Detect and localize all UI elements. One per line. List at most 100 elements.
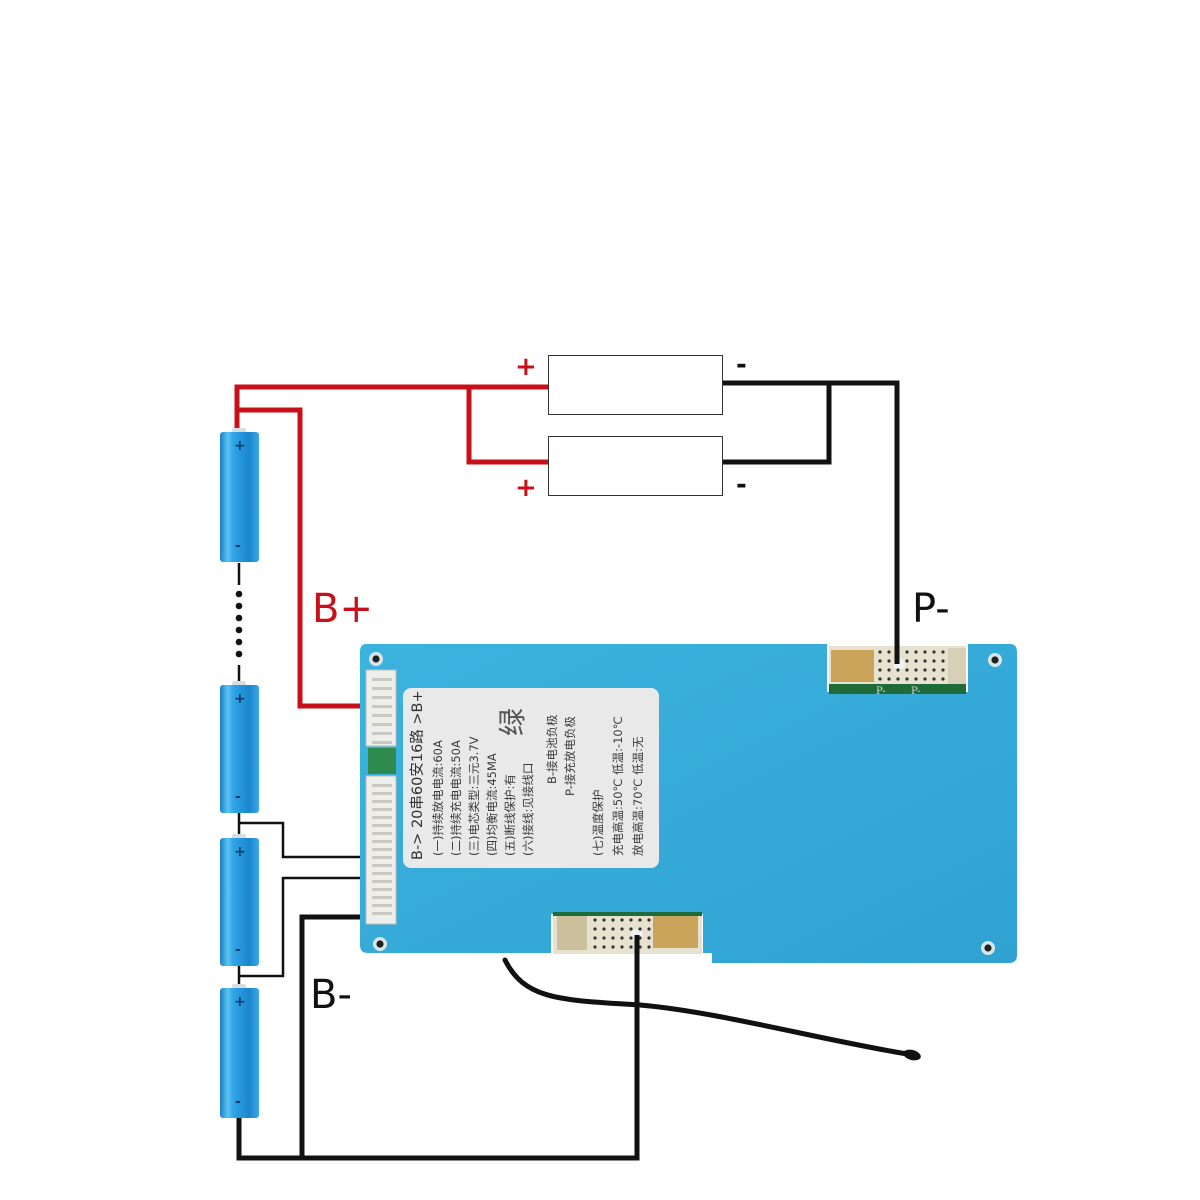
connector-pin: [372, 800, 392, 803]
pcb-via: [887, 668, 891, 672]
b-minus-label: B-: [310, 972, 352, 1018]
connector-pin: [372, 808, 392, 811]
pcb-via: [593, 936, 597, 940]
spec-line-1: (一)持续放电电流:60A: [431, 740, 445, 856]
pcb-via: [905, 650, 909, 654]
pcb-via: [914, 659, 918, 663]
connector-pin: [372, 792, 392, 795]
bms-spec-label-content: B-> 20串60安16路 >B+ (一)持续放电电流:60A (二)持续充电电…: [403, 688, 659, 868]
connector-pin: [372, 904, 392, 907]
connector-pin: [372, 723, 392, 726]
spec-line-4: (四)均衡电流:45MA: [485, 753, 499, 856]
battery-cells: [220, 428, 259, 1118]
pcb-via: [896, 668, 900, 672]
cell-body: [220, 838, 259, 966]
cell-plus-label: +: [234, 994, 246, 1010]
battery-cell: [220, 834, 259, 966]
connector-pin: [372, 696, 392, 699]
pcb-via: [878, 650, 882, 654]
wire-b-plus: [237, 407, 370, 709]
pcb-via: [629, 936, 633, 940]
mount-holes: [369, 652, 1002, 955]
spec-header: B-> 20串60安16路 >B+: [410, 690, 426, 860]
cell-body: [220, 988, 259, 1118]
pcb-via: [611, 927, 615, 931]
p-minus-pad-side: [948, 648, 966, 684]
ntc-probe-wire: [502, 957, 916, 1058]
pcb-via: [629, 945, 633, 949]
pcb-via: [602, 945, 606, 949]
pcb-via: [602, 936, 606, 940]
wire-branch-to-load-2: [466, 387, 548, 465]
wire-load-2-minus: [723, 383, 832, 465]
pcb-via: [620, 936, 624, 940]
battery-cell: [220, 428, 259, 562]
pcb-via: [923, 668, 927, 672]
connector-pin: [372, 848, 392, 851]
connector-pin: [372, 816, 392, 819]
balance-wire-2: [239, 876, 368, 978]
cell-plus-label: +: [234, 691, 246, 707]
pcb-via: [941, 668, 945, 672]
connector-pin: [372, 784, 392, 787]
positive-wires: [234, 384, 548, 709]
battery-cell: [220, 681, 259, 813]
connector-pins: [372, 678, 392, 915]
pcb-via: [629, 918, 633, 922]
pcb-via: [923, 650, 927, 654]
wiring-p-minus: P-接充放电负极: [563, 716, 577, 796]
connector-pin: [372, 856, 392, 859]
connector-pin: [372, 705, 392, 708]
pcb-via: [593, 927, 597, 931]
load-2-plus-label: +: [515, 473, 537, 503]
pcb-via: [602, 927, 606, 931]
connector-pin: [372, 864, 392, 867]
connector-pin: [372, 714, 392, 717]
cell-plus-label: +: [234, 844, 246, 860]
pcb-via: [638, 927, 642, 931]
bms-spec-label: B-> 20串60安16路 >B+ (一)持续放电电流:60A (二)持续充电电…: [403, 688, 659, 868]
connector-pin: [372, 888, 392, 891]
p-minus-label: P-: [912, 586, 950, 632]
pcb-via: [878, 677, 882, 681]
pcb-via: [647, 936, 651, 940]
connector-pin: [372, 678, 392, 681]
pcb-via: [593, 918, 597, 922]
pcb-via: [932, 668, 936, 672]
cell-minus-label: -: [235, 942, 241, 958]
spec-line-3: (三)电芯类型:三元3.7V: [467, 736, 481, 856]
pcb-via: [611, 918, 615, 922]
p-minus-pad-gold: [831, 650, 874, 682]
wire-bottom-return: [236, 935, 640, 1161]
pcb-strip-top: [829, 684, 966, 694]
spec-line-6: (六)接线:见接线口: [521, 762, 535, 856]
pcb-via: [647, 918, 651, 922]
pcb-via: [647, 927, 651, 931]
pcb-via: [941, 659, 945, 663]
connector-pin: [372, 832, 392, 835]
pcb-via: [878, 668, 882, 672]
connector-pin: [372, 732, 392, 735]
load-2-minus-label: -: [736, 470, 747, 500]
pcb-via: [923, 659, 927, 663]
load-1-plus-label: +: [515, 352, 537, 382]
b-plus-label: B+: [312, 586, 373, 632]
spec-line-2: (二)持续充电电流:50A: [449, 740, 463, 856]
load-1-box: [548, 355, 723, 415]
pad-label-p-minus-2: P-: [911, 686, 921, 697]
cell-minus-label: -: [235, 1094, 241, 1110]
cell-minus-label: -: [235, 789, 241, 805]
load-2-box: [548, 436, 723, 496]
ntc-probe-tip: [903, 1049, 921, 1061]
pcb-strip-bottom: [553, 912, 702, 916]
pcb-via: [941, 677, 945, 681]
pcb-via: [941, 650, 945, 654]
connector-pin: [372, 687, 392, 690]
pcb-via: [905, 659, 909, 663]
spec-line-5: (五)断线保护:有: [503, 774, 517, 856]
color-mark: 绿: [496, 707, 529, 736]
pcb-via: [878, 659, 882, 663]
pcb-via: [602, 918, 606, 922]
connector-pin: [372, 912, 392, 915]
